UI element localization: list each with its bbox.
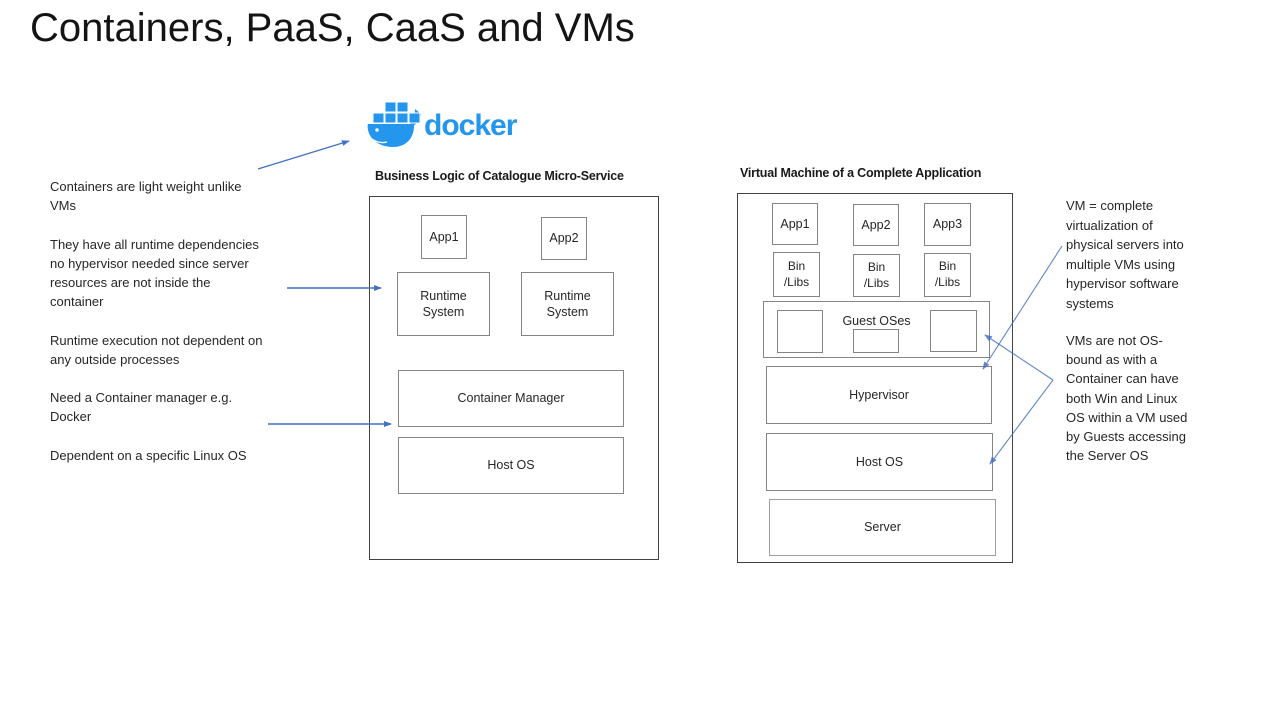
- box-container-manager: Container Manager: [398, 370, 624, 427]
- box-binlibs-2: Bin /Libs: [853, 254, 900, 297]
- box-binlibs-3: Bin /Libs: [924, 253, 971, 297]
- box-server: Server: [769, 499, 996, 556]
- box-vm-app2: App2: [853, 204, 899, 246]
- box-binlibs-1: Bin /Libs: [773, 252, 820, 297]
- box-runtime-system-1: Runtime System: [397, 272, 490, 336]
- box-app1: App1: [421, 215, 467, 259]
- container-diagram-heading: Business Logic of Catalogue Micro-Servic…: [375, 169, 624, 183]
- box-runtime-system-2: Runtime System: [521, 272, 614, 336]
- box-hypervisor: Hypervisor: [766, 366, 992, 424]
- box-vm-app1: App1: [772, 203, 818, 245]
- box-vm-app3: App3: [924, 203, 971, 246]
- box-guest-os-1: [777, 310, 823, 353]
- docker-logo: docker: [366, 99, 517, 151]
- box-host-os-container: Host OS: [398, 437, 624, 494]
- guest-oses-label: Guest OSes: [842, 314, 911, 328]
- vm-diagram-heading: Virtual Machine of a Complete Applicatio…: [740, 166, 982, 180]
- note-vm-definition: VM = complete virtualization of physical…: [1066, 198, 1184, 311]
- box-host-os-vm: Host OS: [766, 433, 993, 491]
- note-container-manager: Need a Container manager e.g. Docker: [50, 390, 233, 424]
- arrow-notes-to-docker: [257, 140, 350, 170]
- docker-whale-icon: [367, 101, 421, 147]
- box-app2: App2: [541, 217, 587, 260]
- container-diagram-outer-box: [369, 196, 659, 560]
- note-runtime-execution: Runtime execution not dependent on any o…: [50, 333, 263, 367]
- box-guest-os-3: [930, 310, 977, 352]
- docker-wordmark: docker: [424, 109, 517, 142]
- note-linux-os: Dependent on a specific Linux OS: [50, 448, 247, 463]
- note-containers-lightweight: Containers are light weight unlike VMs: [50, 179, 242, 213]
- box-guest-os-2: [853, 329, 899, 353]
- slide-title: Containers, PaaS, CaaS and VMs: [30, 6, 635, 50]
- note-runtime-dependencies: They have all runtime dependencies no hy…: [50, 237, 259, 309]
- note-vm-os-bound: VMs are not OS- bound as with a Containe…: [1066, 333, 1188, 464]
